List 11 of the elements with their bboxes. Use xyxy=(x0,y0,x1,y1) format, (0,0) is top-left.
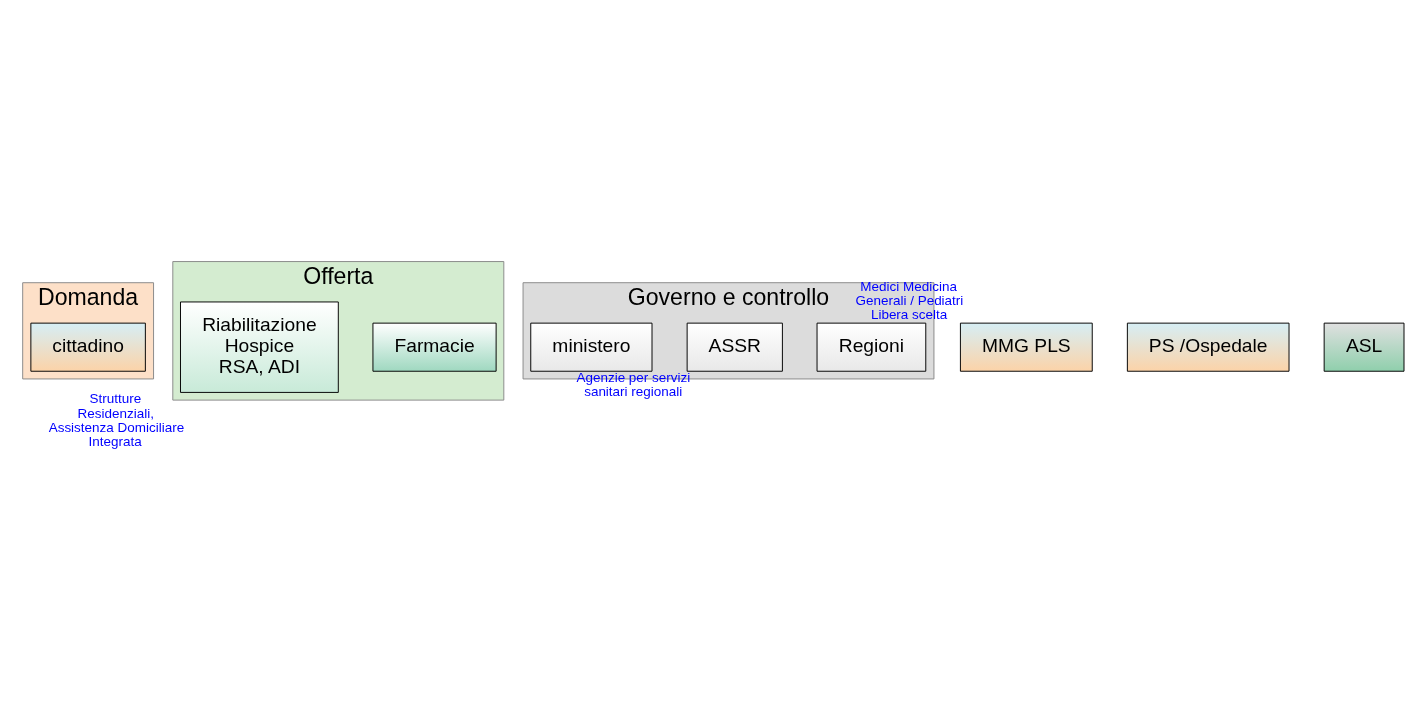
node-box: Regioni xyxy=(816,322,927,372)
node-box: ministero xyxy=(530,322,653,372)
node-box: cittadino xyxy=(30,322,146,372)
node-box: Farmacie xyxy=(372,322,497,372)
node-box: ASL xyxy=(1323,322,1405,372)
node-box: Riabilitazione Hospice RSA, ADI xyxy=(180,301,339,393)
node-box: MMG PLS xyxy=(959,322,1093,372)
node-label: Agenzie per servizi sanitari regionali xyxy=(576,370,691,400)
node-box: PS /Ospedale xyxy=(1126,322,1290,372)
node-label: Medici Medicina Generali / Pediatri Libera scelta xyxy=(855,278,964,323)
node-box: ASSR xyxy=(686,322,783,372)
